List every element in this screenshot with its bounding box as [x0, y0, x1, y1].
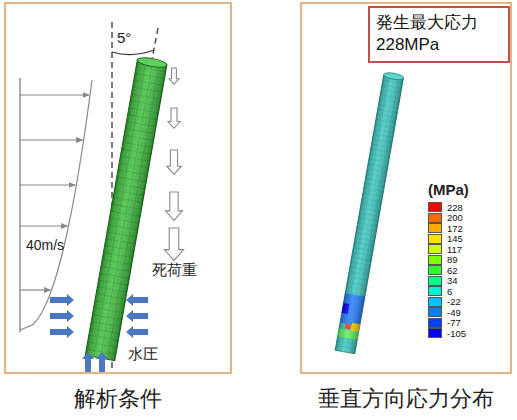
max-stress-note: 発生最大応力 228MPa — [370, 8, 508, 60]
legend-row: -77 — [428, 318, 466, 329]
angle-arc — [112, 50, 154, 55]
load-arrow — [164, 228, 183, 260]
pressure-arrow — [126, 326, 148, 338]
legend-row: 89 — [428, 255, 466, 266]
load-label: 死荷重 — [152, 262, 197, 279]
legend-row: -22 — [428, 297, 466, 308]
panel-caption: 解析条件 — [74, 384, 162, 414]
legend-swatch — [428, 234, 442, 244]
legend-swatch — [428, 223, 442, 233]
stress-pile — [335, 72, 404, 354]
legend-row: 62 — [428, 265, 466, 276]
legend-row: 200 — [428, 213, 466, 224]
pressure-arrow — [126, 310, 148, 322]
legend-swatch — [428, 286, 442, 296]
legend-row: -105 — [428, 328, 466, 339]
pressure-label: 水圧 — [128, 346, 158, 363]
legend-swatch — [428, 297, 442, 307]
dead-load-arrows — [164, 68, 183, 260]
unit-label: (MPa) — [428, 182, 469, 199]
legend-value: -77 — [447, 318, 461, 328]
figure-panel: 解析条件 — [4, 2, 232, 374]
profile-curve — [20, 80, 92, 330]
pressure-arrow — [126, 294, 148, 306]
pressure-arrow — [82, 352, 94, 372]
panel-caption: 垂直方向応力分布 — [318, 384, 494, 414]
legend-row: 6 — [428, 286, 466, 297]
pressure-arrow — [50, 326, 74, 338]
legend-swatch — [428, 265, 442, 275]
legend-value: 34 — [447, 276, 458, 286]
wind-arrow — [20, 225, 68, 226]
legend-value: 89 — [447, 255, 458, 265]
wind-arrow — [20, 139, 83, 140]
legend-row: 172 — [428, 223, 466, 234]
legend-value: 62 — [447, 266, 458, 276]
legend-value: -49 — [447, 308, 461, 318]
legend-swatch — [428, 202, 442, 212]
load-arrow — [168, 108, 180, 128]
wind-arrow — [20, 184, 75, 185]
legend-value: 200 — [447, 213, 463, 223]
color-legend: 2282001721451178962346-22-49-77-105 — [428, 202, 466, 339]
wind-speed-label: 40m/s — [26, 238, 64, 253]
legend-row: 228 — [428, 202, 466, 213]
pressure-arrow — [50, 294, 74, 306]
legend-value: -105 — [447, 329, 466, 339]
legend-value: -22 — [447, 297, 461, 307]
legend-swatch — [428, 328, 442, 338]
legend-row: -49 — [428, 307, 466, 318]
load-arrow — [169, 68, 179, 84]
legend-swatch — [428, 213, 442, 223]
legend-swatch — [428, 307, 442, 317]
legend-swatch — [428, 276, 442, 286]
legend-value: 117 — [447, 245, 462, 255]
legend-value: 172 — [447, 224, 463, 234]
legend-value: 145 — [447, 234, 463, 244]
legend-swatch — [428, 244, 442, 254]
legend-value: 6 — [447, 287, 452, 297]
wind-arrow — [20, 94, 89, 95]
profile-base — [19, 78, 20, 332]
figure-panel: 垂直方向応力分布発生最大応力 228MPa — [300, 2, 512, 374]
load-arrow — [167, 150, 181, 174]
load-arrow — [166, 192, 183, 220]
legend-value: 228 — [447, 203, 463, 213]
legend-row: 117 — [428, 244, 466, 255]
legend-swatch — [428, 318, 442, 328]
pressure-arrow — [50, 310, 74, 322]
legend-swatch — [428, 255, 442, 265]
result-box: 発生最大応力 228MPa — [368, 6, 510, 63]
pile — [85, 56, 167, 361]
pressure-arrow — [96, 352, 108, 372]
legend-row: 34 — [428, 276, 466, 287]
angle-label: 5° — [117, 30, 131, 47]
legend-row: 145 — [428, 234, 466, 245]
wind-arrow — [20, 289, 51, 290]
wind-profile — [20, 78, 92, 332]
